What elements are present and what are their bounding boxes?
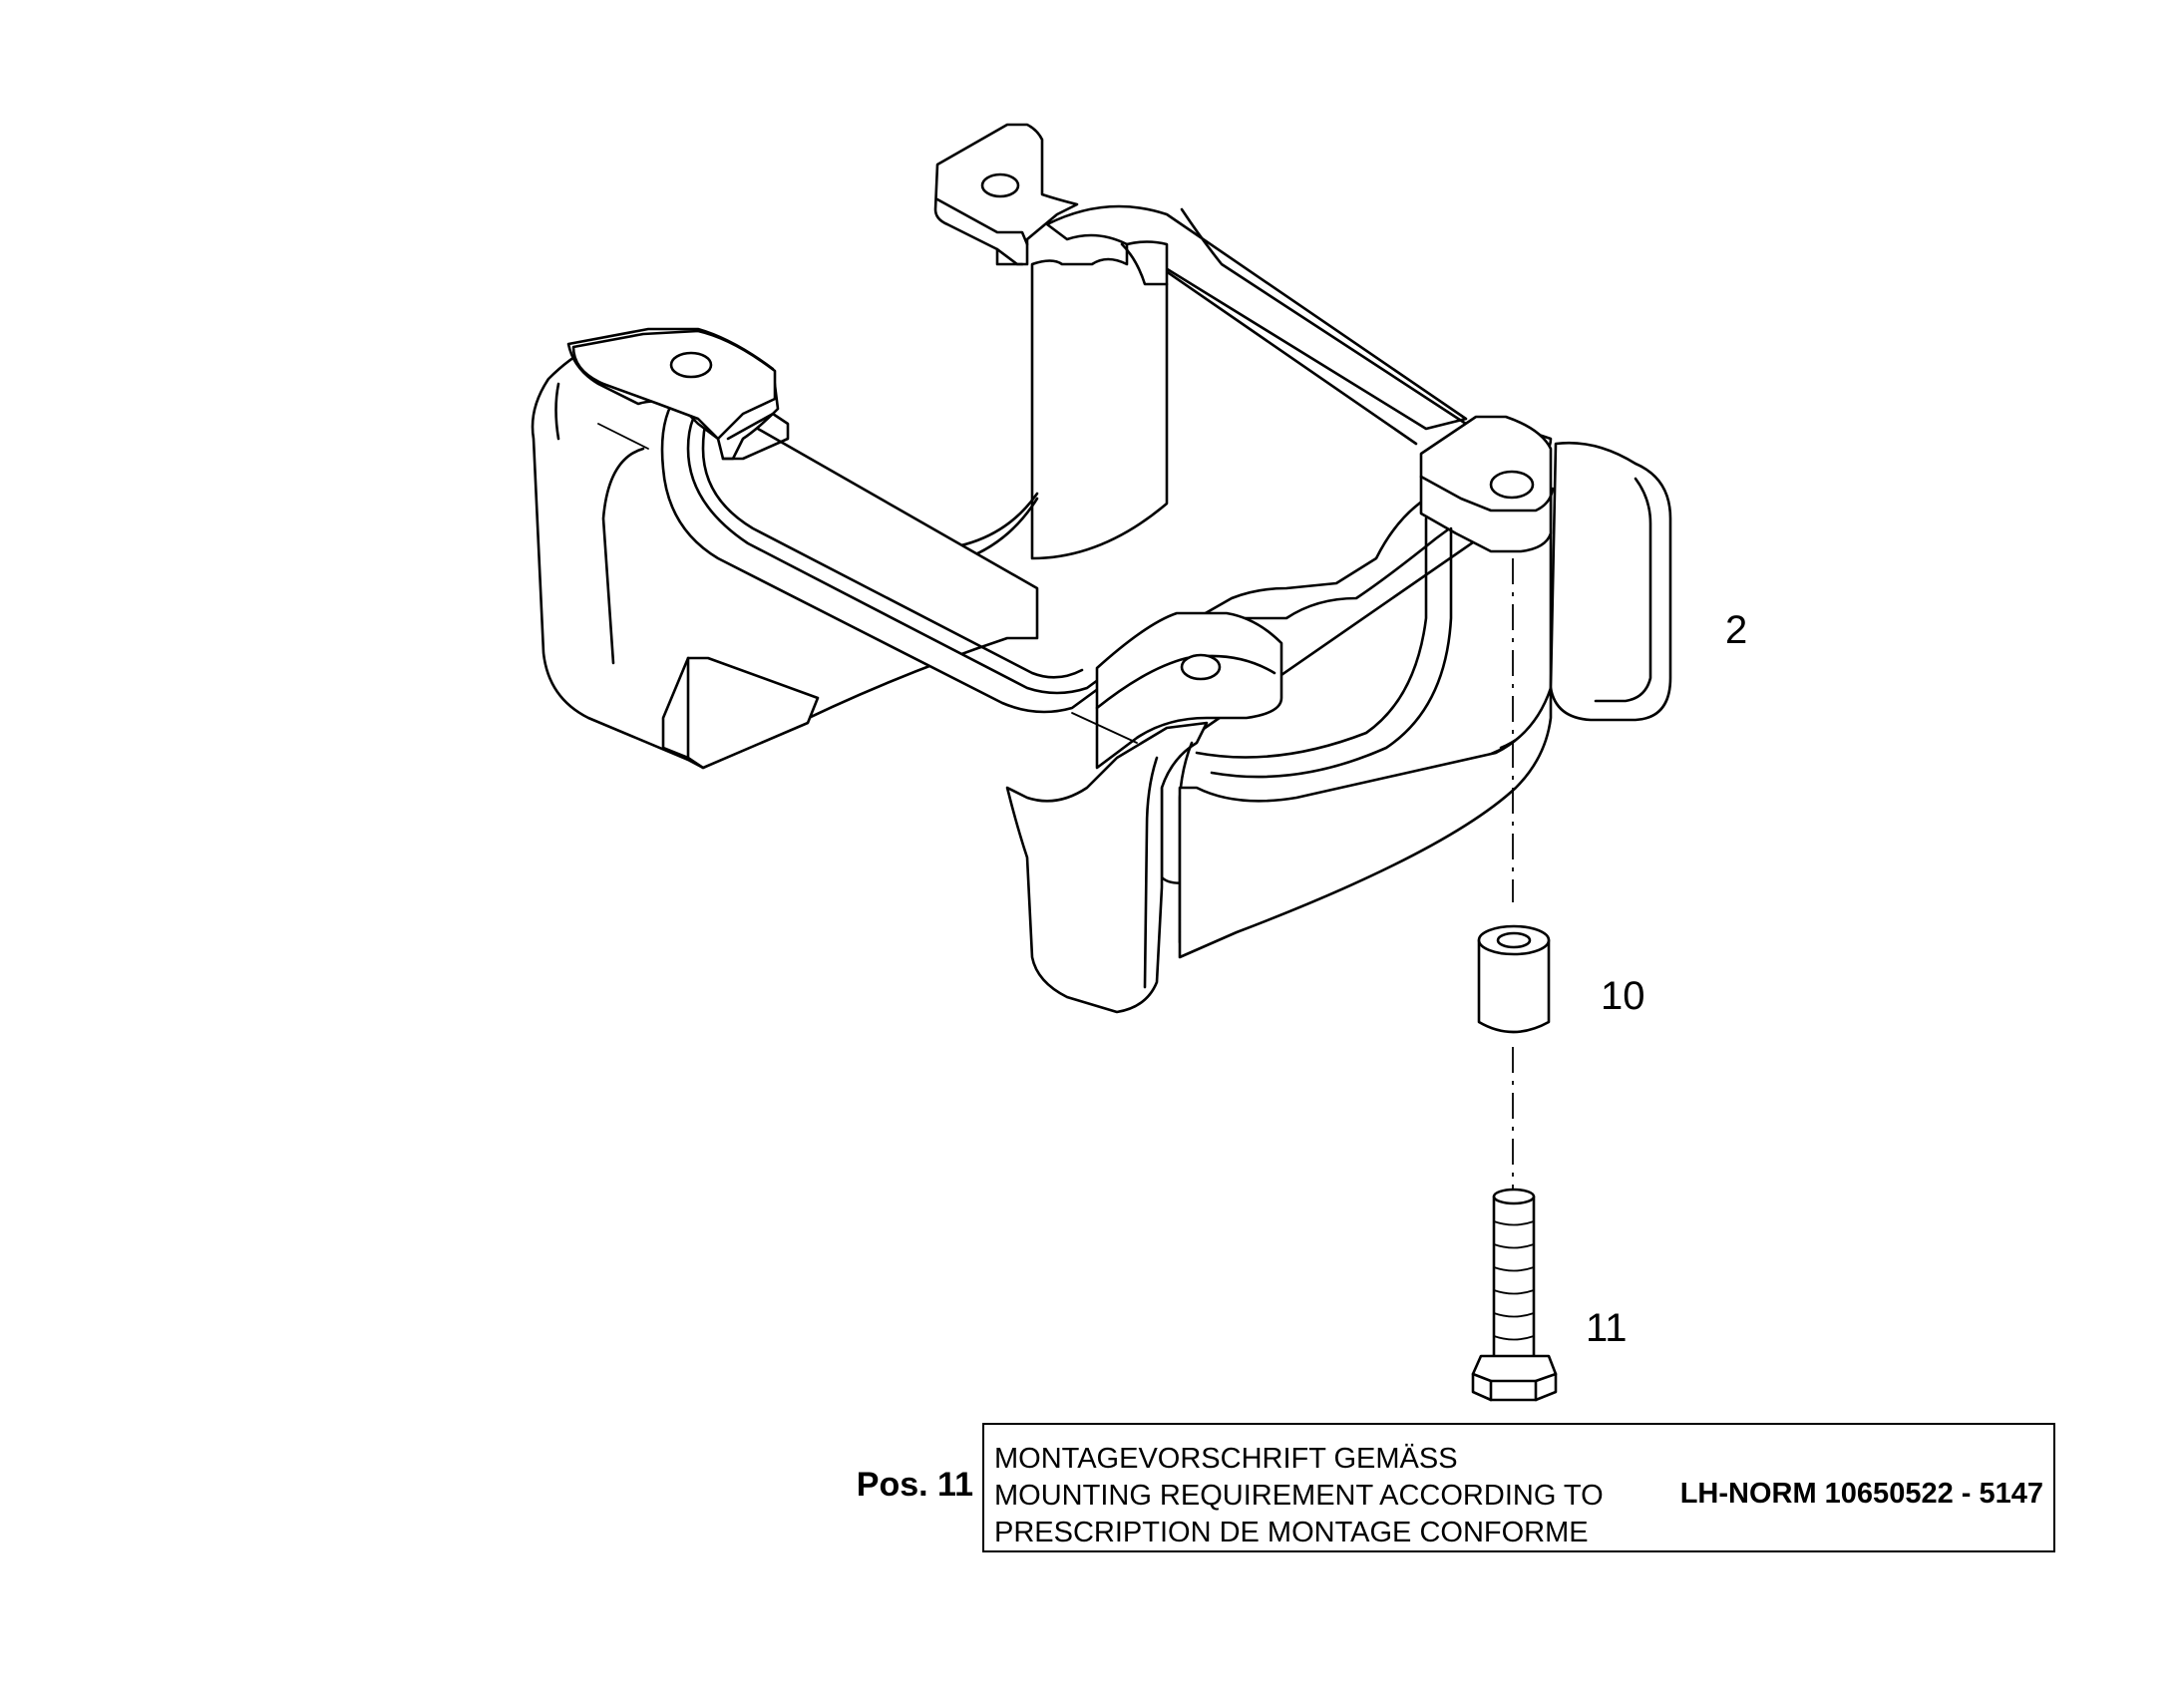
screw-part-11 — [1471, 1188, 1558, 1402]
norm-reference: LH-NORM 10650522 - 5147 — [1679, 1478, 2043, 1510]
callout-10: 10 — [1601, 974, 1645, 1018]
bracket-part-2 — [531, 123, 1672, 1014]
note-text: MONTAGEVORSCHRIFT GEMÄSS MOUNTING REQUIR… — [994, 1441, 1604, 1551]
mounting-note-box: MONTAGEVORSCHRIFT GEMÄSS MOUNTING REQUIR… — [982, 1423, 2055, 1552]
spacer-part-10 — [1477, 924, 1551, 1034]
callout-2: 2 — [1725, 608, 1747, 652]
note-line-fr: PRESCRIPTION DE MONTAGE CONFORME — [994, 1517, 1589, 1548]
note-line-en: MOUNTING REQUIREMENT ACCORDING TO — [994, 1480, 1604, 1512]
note-line-de: MONTAGEVORSCHRIFT GEMÄSS — [994, 1443, 1458, 1475]
callout-11: 11 — [1586, 1306, 1628, 1350]
position-label: Pos. 11 — [856, 1466, 973, 1504]
